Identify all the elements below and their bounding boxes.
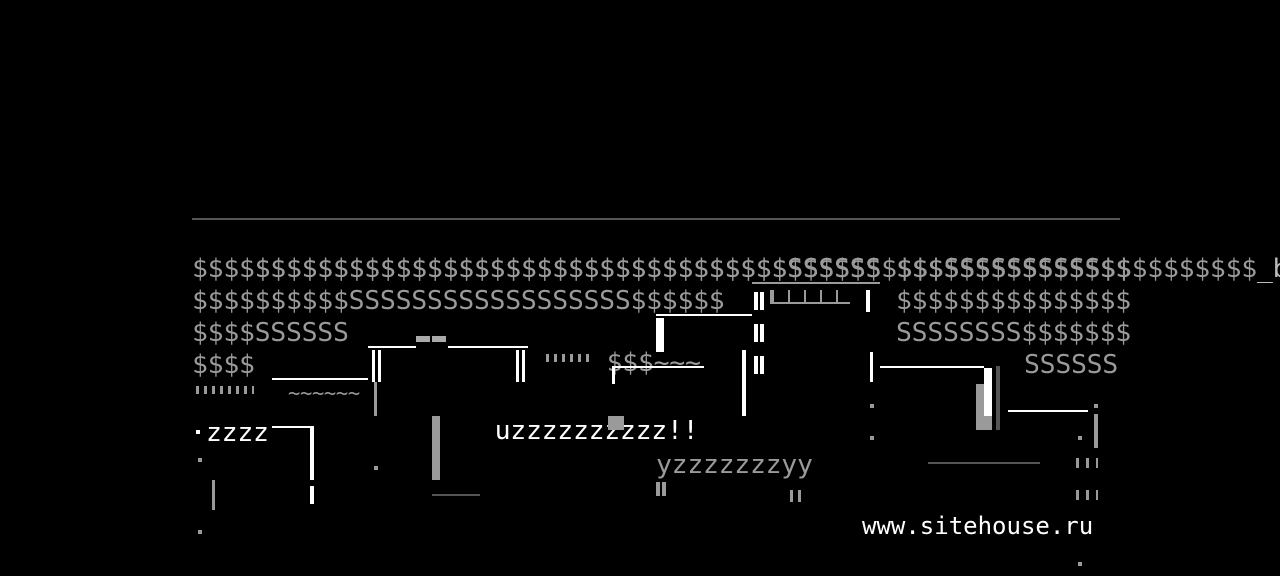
grate (770, 290, 850, 304)
pillar-1a (372, 350, 375, 382)
drip-middle (546, 354, 590, 362)
playfield-top-border (192, 218, 1120, 220)
exclaim-bar-3b (760, 356, 764, 374)
terrain-right-row-1: $$$$$$$$$$$$$$$ (896, 254, 1131, 284)
terrain-middle-cash: $$$~~~ (544, 318, 701, 378)
block-white-2 (984, 368, 992, 416)
stub-1 (656, 482, 660, 496)
dots-cluster-1 (790, 490, 806, 502)
pillar-2b (522, 350, 525, 382)
zigzag-platform-top: uzzzzzzzzzz!! (432, 386, 699, 446)
crate-1 (608, 416, 624, 430)
exclaim-marker: !! (666, 416, 699, 446)
pole-right (870, 352, 873, 382)
terrain-row-1-text: $$$$$$$$$$$$$$$$$$$$$$$$$$$$$$$$$$$$$$$$… (254, 254, 1258, 284)
zigzag-drop (310, 426, 314, 480)
ledge-line-8 (1008, 410, 1088, 412)
floor-line-2 (928, 462, 1040, 464)
pole-left (212, 480, 215, 510)
exclaim-bar-3a (754, 356, 758, 374)
terrain-row-1: $$$$$$$$$$$$$$$ $$$$$$$$$$$$$$$$$$$$$$$$$… (192, 224, 1280, 284)
zigzag-arm (272, 426, 314, 428)
zigzag-platform-bottom: yzzzzzzzyy (656, 450, 813, 480)
ledge-line-2 (448, 346, 528, 348)
dot-2 (198, 458, 202, 462)
dot-5 (870, 404, 874, 408)
floor-line-1 (432, 494, 480, 496)
ledge-line-3 (272, 378, 368, 380)
terrain-row-2: $$$$$$$$$$$$$$$$$$$$$$$$$$$$$$$$$$$$$$SS… (192, 254, 882, 284)
dots-cluster-2 (1076, 458, 1098, 468)
ledge-line-7 (880, 366, 984, 368)
dot-1 (196, 430, 200, 434)
terrain-right-row-3: SSSSSSSS$$$$$$$ (896, 318, 1131, 348)
ledge-block-2 (432, 336, 446, 342)
dot-9 (1094, 404, 1098, 408)
exclaim-bar-2b (760, 324, 764, 342)
middle-tilde-text: ~~~ (653, 348, 701, 378)
block-white-1 (656, 318, 664, 352)
website-credit: www.sitehouse.ru (862, 512, 1094, 540)
dot-6 (870, 436, 874, 440)
dot-3 (198, 530, 202, 534)
pole-far-right (1094, 414, 1098, 448)
dot-8 (1078, 562, 1082, 566)
drip-left (196, 386, 254, 394)
terrain-right-row-2: $$$$$$$$$$$$$$$ (896, 286, 1131, 316)
pillar-1b (378, 350, 381, 382)
grate-post (866, 290, 870, 312)
pillar-3 (742, 350, 746, 416)
ledge-line-1 (368, 346, 416, 348)
zigzag-top-text: uzzzzzzzzzz (494, 416, 668, 446)
rope-1 (374, 382, 377, 416)
ledge-line-6 (752, 282, 880, 284)
player-name-tag: _bug (1256, 254, 1280, 284)
column-1 (432, 416, 440, 480)
ledge-post-4 (612, 366, 615, 384)
ledge-line-5 (656, 314, 752, 316)
ledge-block-1 (416, 336, 430, 342)
exclaim-bar-2a (754, 324, 758, 342)
zigzag-foot (310, 486, 314, 504)
terrain-row-5: $$$$ (192, 350, 255, 380)
tilde-ledge: ~~~~~~ (288, 381, 360, 405)
exclaim-bar-1b (760, 292, 764, 310)
pillar-2a (516, 350, 519, 382)
dot-4 (374, 466, 378, 470)
dots-cluster-3 (1076, 490, 1098, 500)
block-dark-1 (996, 366, 1000, 430)
terrain-row-3: $$$$$$$$$$SSSSSSSSSSSSSSSSSS$$$$$$ (192, 286, 725, 316)
terrain-right-row-4: SSSSSS (1024, 350, 1118, 380)
dot-7 (1078, 436, 1082, 440)
terrain-row-4: $$$$SSSSSS (192, 318, 349, 348)
stub-2 (662, 482, 666, 496)
ledge-line-4 (612, 366, 704, 368)
exclaim-bar-1a (754, 292, 758, 310)
zigzag-platform-left: zzzz (206, 418, 269, 448)
